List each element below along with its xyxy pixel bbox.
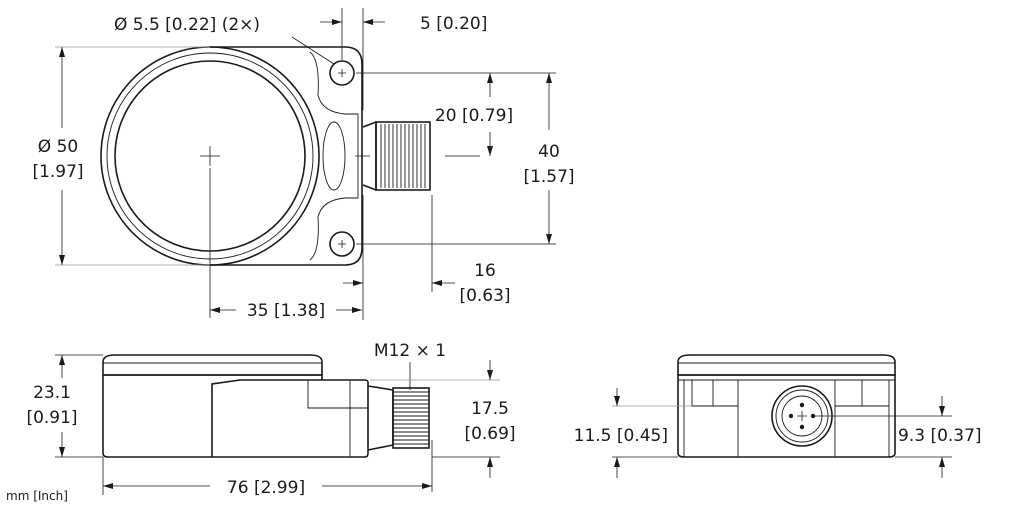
height-mm: 23.1 [33,383,71,403]
connector-axis-height-label: 9.3 [0.37] [898,426,982,446]
total-length-label: 76 [2.99] [227,478,305,498]
body-diameter-in: [1.97] [32,162,83,182]
body-diameter-mm: Ø 50 [38,137,78,157]
hole-diameter-label: Ø 5.5 [0.22] (2×) [114,15,260,35]
mounting-hole-bottom [329,231,355,257]
center-to-edge-label: 35 [1.38] [247,301,325,321]
thread-label: M12 × 1 [374,341,446,361]
connector-length-mm: 16 [474,261,496,281]
connector-length-in: [0.63] [459,286,510,306]
connector-side [367,385,430,451]
height-in: [0.91] [26,408,77,428]
tab-height-label: 11.5 [0.45] [574,426,668,446]
connector-height-in: [0.69] [464,424,515,444]
hole-spacing-mm: 40 [538,142,560,162]
mounting-hole-top [329,60,355,86]
housing-side [102,375,369,458]
lid [102,354,323,376]
connector-height-mm: 17.5 [471,399,509,419]
connector-top [362,120,431,192]
indicator-led [322,121,346,191]
top-view: Ø 5.5 [0.22] (2×) 5 [0.20] Ø 50 [1.97] 4… [32,8,575,321]
front-view: 11.5 [0.45] 9.3 [0.37] [574,354,982,478]
lid-front [677,354,896,376]
mounting-recess [309,51,359,261]
units-note: mm [Inch] [6,489,68,503]
hole-offset-label: 5 [0.20] [420,14,487,34]
side-view: M12 × 1 23.1 [0.91] 17.5 [0.69] 76 [2.99… [6,341,516,503]
hole-spacing-in: [1.57] [523,167,574,187]
connector-offset-label: 20 [0.79] [435,106,513,126]
